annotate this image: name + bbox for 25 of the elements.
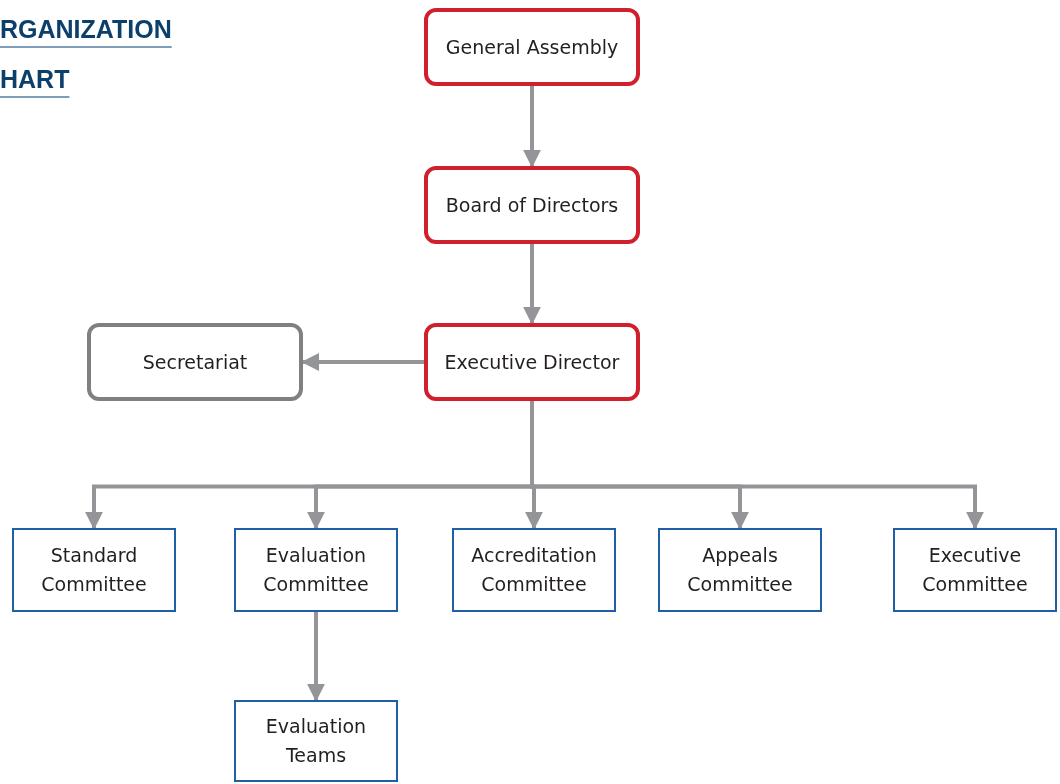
box-label: Evaluation Committee (262, 543, 370, 597)
connector-arrow (523, 244, 541, 325)
committee-box (893, 528, 1057, 612)
connector-arrow (307, 612, 325, 702)
committee-box (12, 528, 176, 612)
chart-title: RGANIZATION HART (0, 14, 173, 95)
box-label: Secretariat (142, 349, 248, 375)
connector-arrow (523, 86, 541, 168)
box-label: Appeals Committee (686, 543, 794, 597)
box-label: Executive Director (444, 349, 620, 375)
role-box (87, 323, 303, 401)
committee-box (452, 528, 616, 612)
committee-box (658, 528, 822, 612)
committee-box (234, 528, 398, 612)
box-label: Accreditation Committee (470, 543, 598, 597)
committee-box (234, 700, 398, 782)
role-box (424, 8, 640, 86)
box-label: Standard Committee (40, 543, 148, 597)
box-label: Executive Committee (921, 543, 1029, 597)
connector-arrow (301, 353, 424, 371)
role-box (424, 166, 640, 244)
box-label: Evaluation Teams (264, 714, 368, 768)
box-label: Board of Directors (445, 192, 619, 218)
box-label: General Assembly (445, 34, 619, 60)
role-box (424, 323, 640, 401)
